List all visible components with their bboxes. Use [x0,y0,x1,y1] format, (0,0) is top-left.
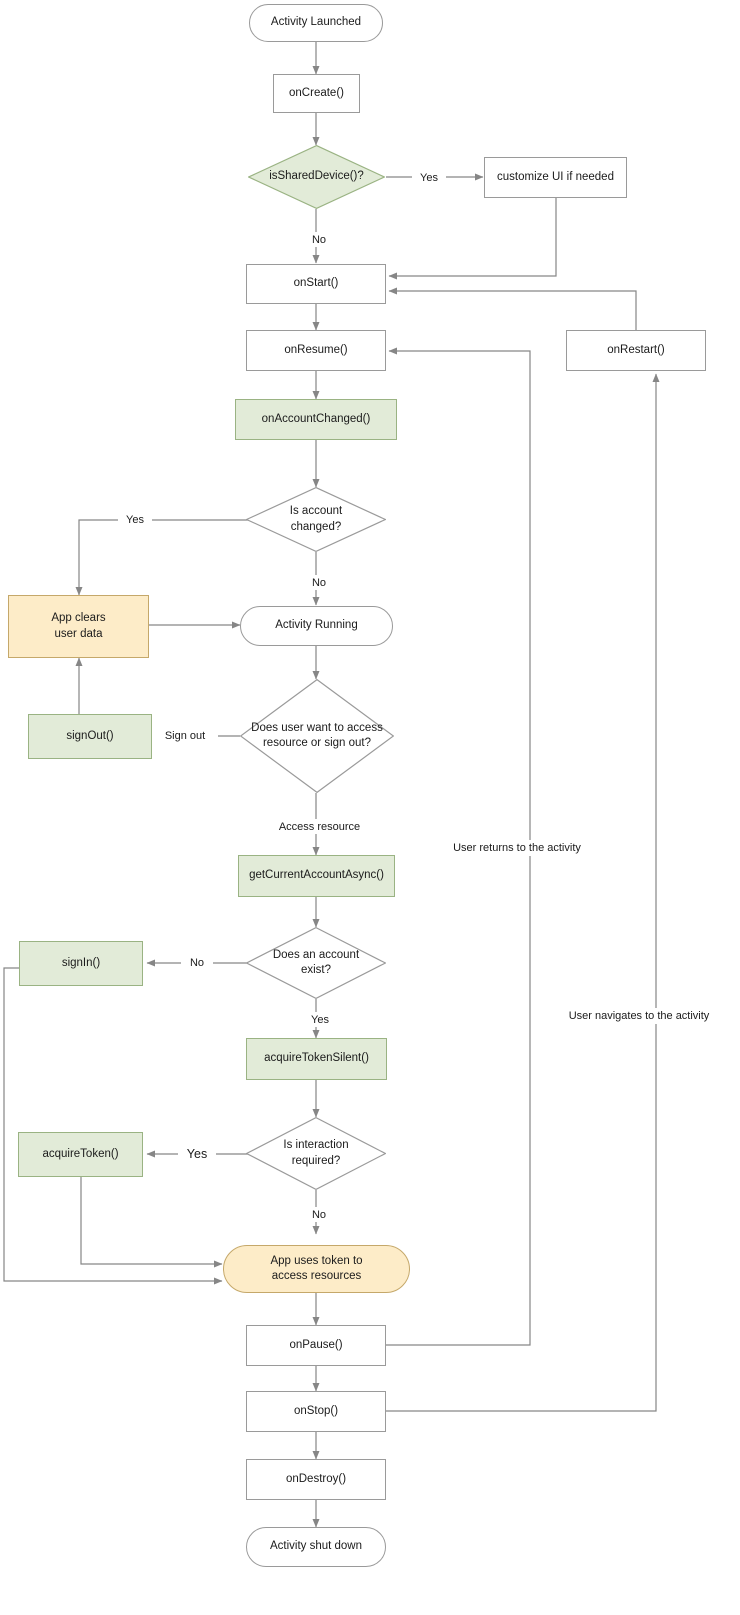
node-is-shared-device[interactable]: isSharedDevice()? [248,145,385,209]
edge-isaccountchanged-appclears [75,519,262,596]
node-customize-ui[interactable]: customize UI if needed [484,157,627,198]
node-on-destroy[interactable]: onDestroy() [246,1459,386,1500]
diamond-shape [248,145,385,209]
node-on-create[interactable]: onCreate() [273,74,360,113]
node-label: App uses token to access resources [270,1254,362,1285]
node-is-account-changed[interactable]: Is account changed? [246,487,386,552]
node-account-exists[interactable]: Does an account exist? [246,927,386,999]
node-label: isSharedDevice()? [269,170,364,183]
node-label-line1: App clears [51,612,106,625]
node-label: onRestart() [607,343,665,356]
node-label-line2: access resources [271,1270,362,1282]
node-label: onDestroy() [285,1472,347,1485]
node-label: customize UI if needed [497,170,614,183]
node-label: onCreate() [289,86,344,99]
edge-label-interaction-required-no: No [303,1207,335,1222]
node-acquire-token-silent[interactable]: acquireTokenSilent() [246,1038,387,1080]
node-label-line1: Is account [289,505,343,518]
node-label: App clears user data [51,611,105,642]
node-label: getCurrentAccountAsync() [249,869,384,882]
node-label: Does an account exist? [269,948,363,979]
node-label: onPause() [289,1338,343,1351]
edge-label-access-resource: Access resource [265,819,374,834]
edge-customize-onstart [388,198,557,280]
node-label: Activity shut down [269,1540,363,1553]
node-label: signIn() [61,956,101,969]
edge-label-shared-device-yes: Yes [412,170,446,185]
edge-acquiretoken-appusestoken [80,1177,223,1268]
diamond-shape [246,1117,386,1190]
node-app-uses-token[interactable]: App uses token to access resources [223,1245,410,1293]
node-label: onStop() [293,1404,339,1417]
edge-label-account-exists-no: No [181,955,213,970]
edge-label-shared-device-no: No [303,232,335,247]
node-on-account-changed[interactable]: onAccountChanged() [235,399,397,440]
node-activity-shut-down[interactable]: Activity shut down [246,1527,386,1567]
edge-label-sign-out: Sign out [152,728,218,743]
node-acquire-token[interactable]: acquireToken() [18,1132,143,1177]
node-sign-in[interactable]: signIn() [19,941,143,986]
edge-label-user-returns: User returns to the activity [440,840,594,856]
node-label-line1: Does user want to access [251,721,383,734]
node-label-line2: required? [291,1154,341,1167]
edge-label-interaction-required-yes: Yes [178,1145,216,1162]
node-on-stop[interactable]: onStop() [246,1391,386,1432]
node-label: Activity Running [275,619,358,632]
node-label: onAccountChanged() [261,412,371,425]
edge-onrestart-onstart [388,287,637,330]
node-sign-out[interactable]: signOut() [28,714,152,759]
node-on-start[interactable]: onStart() [246,264,386,304]
edge-label-user-navigates: User navigates to the activity [556,1008,722,1024]
node-interaction-required[interactable]: Is interaction required? [246,1117,386,1190]
node-access-or-signout[interactable]: Does user want to access resource or sig… [240,679,394,793]
edge-label-account-changed-yes: Yes [118,512,152,527]
edge-label-account-changed-no: No [303,575,335,590]
node-on-restart[interactable]: onRestart() [566,330,706,371]
edge-onstop-onrestart [386,373,660,1412]
node-label-line2: exist? [300,964,332,976]
diamond-shape [240,679,394,793]
node-label-line1: Is interaction [283,1139,349,1152]
node-label-line2: changed? [290,520,342,533]
node-label: acquireTokenSilent() [264,1052,369,1065]
diamond-shape [246,487,386,552]
node-label: onResume() [284,343,348,356]
node-get-current-account-async[interactable]: getCurrentAccountAsync() [238,855,395,897]
node-on-pause[interactable]: onPause() [246,1325,386,1366]
node-label-line1: Does an account [272,948,360,961]
node-app-clears-user-data[interactable]: App clears user data [8,595,149,658]
node-label-line2: user data [54,627,103,640]
node-label: onStart() [293,277,339,290]
edge-signin-appusestoken [3,967,223,1285]
node-on-resume[interactable]: onResume() [246,330,386,371]
edge-label-account-exists-yes: Yes [303,1012,337,1027]
node-label: acquireToken() [42,1147,119,1160]
node-label: signOut() [66,729,114,742]
node-label: Is account changed? [286,504,346,535]
node-activity-launched[interactable]: Activity Launched [249,4,383,42]
node-label: Activity Launched [270,16,362,29]
node-activity-running[interactable]: Activity Running [240,606,393,646]
node-label-line1: App uses token to [270,1254,363,1267]
node-label: Does user want to access resource or sig… [247,721,387,752]
node-label-line2: resource or sign out? [262,737,372,749]
diamond-shape [246,927,386,999]
node-label: Is interaction required? [279,1138,352,1169]
